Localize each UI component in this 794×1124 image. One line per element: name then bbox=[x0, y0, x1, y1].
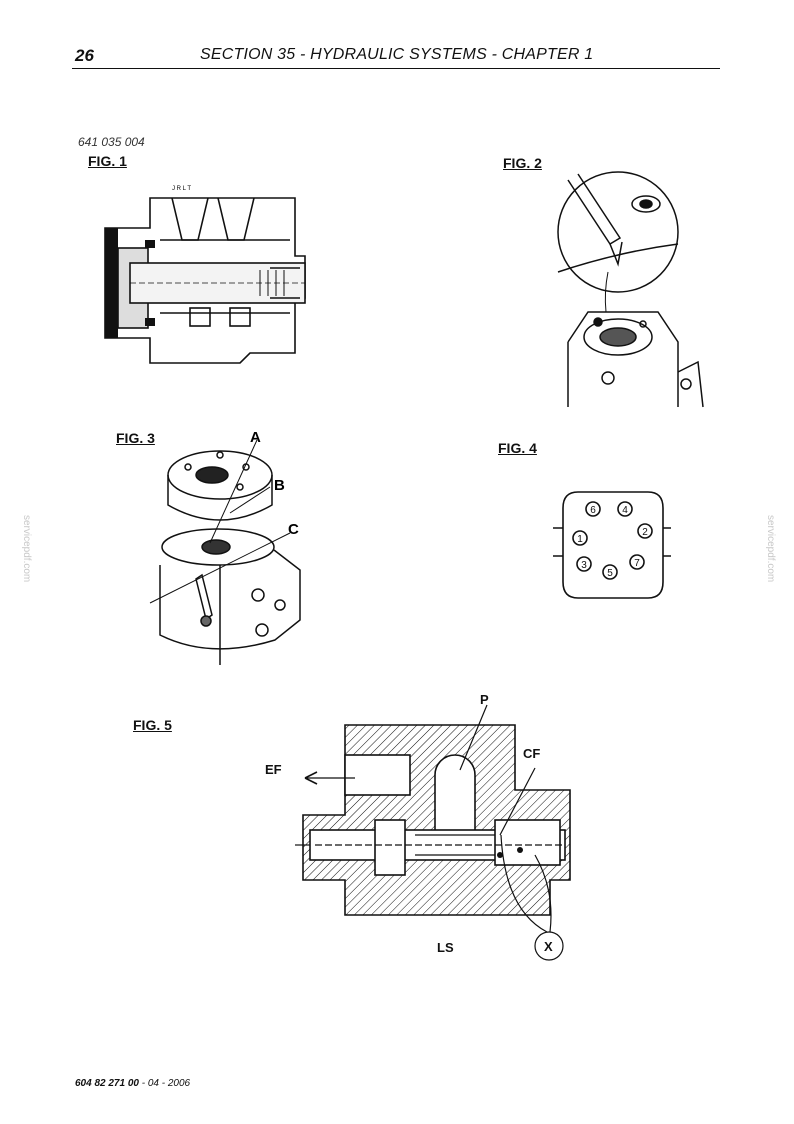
reference-code: 641 035 004 bbox=[78, 135, 145, 149]
fig5-priority-valve-drawing: P CF EF LS X bbox=[265, 692, 571, 961]
footer: 604 82 271 00 - 04 - 2006 bbox=[75, 1078, 190, 1089]
fig3-rotor-exploded-drawing bbox=[149, 439, 301, 665]
footer-doc-number: 604 82 271 00 bbox=[75, 1078, 139, 1089]
fig4-bolt-5: 5 bbox=[607, 568, 613, 579]
fig1-caption: FIG. 1 bbox=[88, 153, 127, 169]
fig3-callouts: A B C bbox=[250, 429, 299, 538]
fig3-label-b: B bbox=[274, 477, 285, 494]
fig1-port-letters: J R L T bbox=[172, 186, 191, 192]
fig5-label-p: P bbox=[480, 692, 489, 707]
fig3-label-c: C bbox=[288, 521, 299, 538]
fig4-caption: FIG. 4 bbox=[498, 440, 537, 456]
fig4-bolt-7: 7 bbox=[634, 558, 640, 569]
fig5-label-ls: LS bbox=[437, 940, 454, 955]
fig4-bolt-sequence-drawing: 1 2 3 4 5 6 7 bbox=[553, 491, 671, 599]
fig1-valve-section-drawing: J R L T bbox=[104, 186, 306, 364]
fig5-label-x: X bbox=[544, 939, 553, 954]
watermark-left: servicepdf.com bbox=[21, 515, 32, 583]
fig4-bolt-1: 1 bbox=[577, 534, 583, 545]
fig3-label-a: A bbox=[250, 429, 261, 446]
fig4-bolt-4: 4 bbox=[622, 505, 628, 516]
fig4-bolt-3: 3 bbox=[581, 560, 587, 571]
fig3-caption: FIG. 3 bbox=[116, 430, 155, 446]
footer-date: - 04 - 2006 bbox=[138, 1078, 191, 1089]
fig2-caption: FIG. 2 bbox=[503, 155, 542, 171]
fig5-label-cf: CF bbox=[523, 746, 540, 761]
section-title: SECTION 35 - HYDRAULIC SYSTEMS - CHAPTER… bbox=[200, 46, 594, 63]
fig5-caption: FIG. 5 bbox=[133, 717, 172, 733]
header-rule bbox=[72, 68, 720, 69]
watermark-right: servicepdf.com bbox=[765, 515, 776, 583]
fig5-label-ef: EF bbox=[265, 762, 282, 777]
page-number: 26 bbox=[75, 46, 94, 65]
fig4-bolt-6: 6 bbox=[590, 505, 596, 516]
fig2-screwdriver-drawing bbox=[557, 171, 704, 408]
fig4-bolt-2: 2 bbox=[642, 527, 648, 538]
